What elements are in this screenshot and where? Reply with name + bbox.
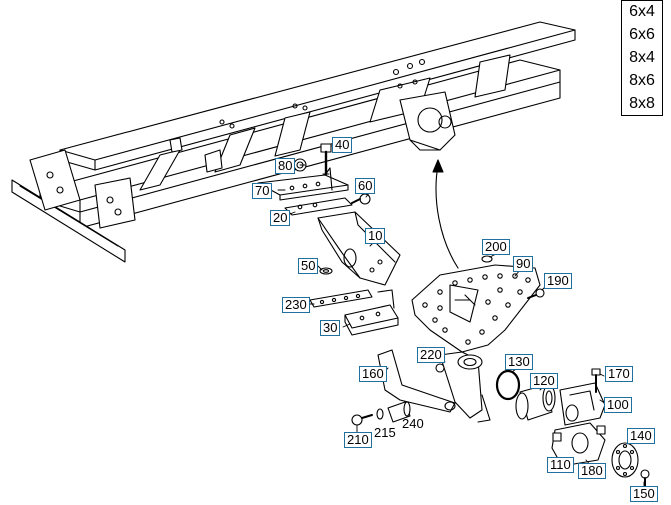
- callout-70[interactable]: 70: [252, 183, 273, 199]
- callout-90[interactable]: 90: [513, 256, 534, 272]
- callout-215[interactable]: 215: [374, 425, 396, 440]
- callout-20[interactable]: 20: [270, 210, 291, 226]
- callout-80[interactable]: 80: [275, 158, 296, 174]
- callout-120[interactable]: 120: [530, 373, 558, 389]
- bolt-150: [640, 469, 650, 487]
- callout-220[interactable]: 220: [417, 347, 445, 363]
- callout-240[interactable]: 240: [402, 416, 424, 431]
- callout-230[interactable]: 230: [282, 297, 310, 313]
- callout-170[interactable]: 170: [605, 366, 633, 382]
- callout-100[interactable]: 100: [604, 397, 632, 413]
- callout-30[interactable]: 30: [320, 320, 341, 336]
- rod-160: [377, 349, 456, 413]
- callout-160[interactable]: 160: [359, 366, 387, 382]
- bolt-60: [351, 193, 371, 205]
- washer-200: [481, 255, 493, 263]
- cover-140: [611, 442, 639, 478]
- callout-10[interactable]: 10: [365, 228, 386, 244]
- vehicle-variant-box: 6x4 6x6 8x4 8x6 8x8: [621, 0, 663, 116]
- bolt-group-210: [351, 401, 411, 426]
- variant-8x8: 8x8: [629, 94, 655, 112]
- variant-6x4: 6x4: [629, 3, 655, 21]
- callout-200[interactable]: 200: [482, 239, 510, 255]
- bolt-190: [527, 288, 545, 299]
- plate-90: [411, 264, 541, 353]
- bracket-10: [317, 211, 401, 286]
- ring-130: [495, 369, 521, 401]
- plate-230: [309, 289, 373, 308]
- pointer-arrow: [432, 159, 459, 269]
- callout-50[interactable]: 50: [298, 258, 319, 274]
- bushing-120: [515, 384, 556, 421]
- callout-110[interactable]: 110: [547, 457, 574, 473]
- chassis-frame: [11, 21, 576, 263]
- variant-8x6: 8x6: [629, 71, 655, 89]
- callout-180[interactable]: 180: [578, 463, 606, 479]
- callout-60[interactable]: 60: [355, 178, 376, 194]
- cap-110: [551, 422, 606, 467]
- variant-8x4: 8x4: [629, 48, 655, 66]
- bolt-170: [591, 368, 601, 393]
- callout-210[interactable]: 210: [344, 432, 372, 448]
- variant-6x6: 6x6: [629, 26, 655, 44]
- callout-140[interactable]: 140: [627, 428, 655, 444]
- washer-50: [319, 267, 333, 275]
- trunnion-housing: [435, 351, 491, 423]
- cap-100: [559, 382, 606, 426]
- callout-150[interactable]: 150: [630, 486, 658, 502]
- callout-190[interactable]: 190: [544, 273, 572, 289]
- callout-40[interactable]: 40: [332, 137, 353, 153]
- callout-130[interactable]: 130: [505, 354, 533, 370]
